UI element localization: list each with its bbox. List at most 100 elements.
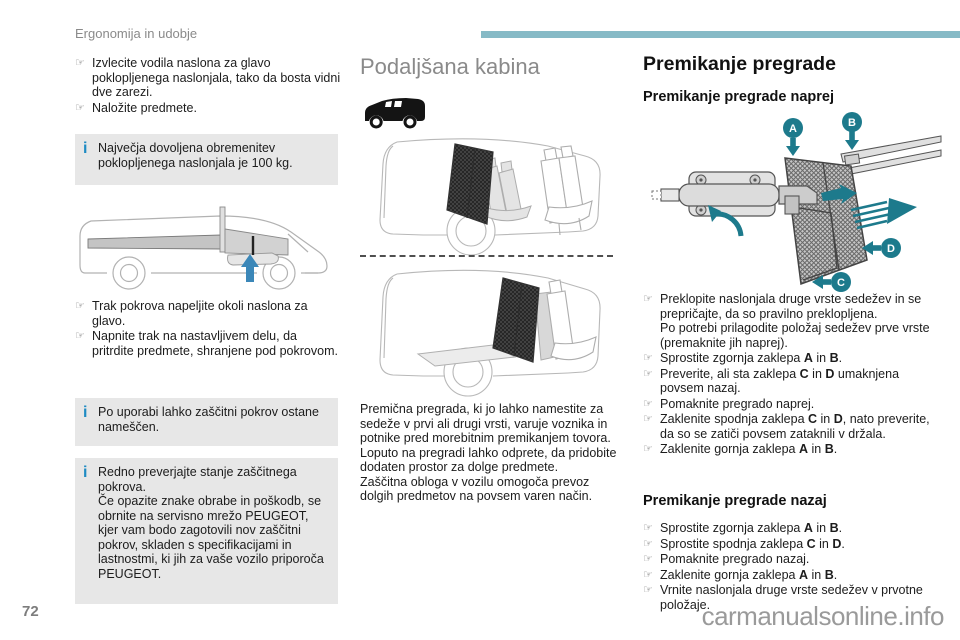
pointing-hand-icon: ☞ [75, 101, 85, 114]
slide-arrow-head [887, 198, 917, 224]
pointing-hand-icon: ☞ [643, 553, 653, 565]
info-box: i Največja dovoljena obremenitev poklopl… [75, 134, 338, 185]
cargo-partition [492, 277, 540, 363]
instruction-list: ☞ Trak pokrova napeljite okoli naslona za… [75, 299, 341, 359]
info-box-text: Redno preverjajte stanje zaščitnega pokr… [98, 465, 330, 595]
protective-cover [224, 228, 289, 256]
label-b: B [848, 117, 856, 129]
instruction-text: Izvlecite vodila naslona za glavo poklop… [92, 56, 341, 99]
instruction-text: Pomaknite pregrado nazaj. [660, 552, 810, 566]
instruction-text: Sprostite zgornja zaklepa A in B. [660, 521, 843, 535]
info-box: i Redno preverjajte stanje zaščitnega po… [75, 458, 338, 604]
pointing-hand-icon: ☞ [75, 300, 85, 312]
instruction-item: ☞ Napnite trak na nastavljivem delu, da p… [75, 329, 341, 358]
pointing-hand-icon: ☞ [643, 397, 653, 410]
partition-description: Premična pregrada, ki jo lahko namestite… [360, 402, 618, 504]
subsection-title-backward: Premikanje pregrade nazaj [643, 493, 827, 509]
instruction-text: Zaklenite gornja zaklepa A in B. [660, 567, 838, 582]
instruction-item: ☞ Naložite predmete. [75, 101, 341, 116]
instruction-list: ☞ Sprostite zgornja zaklepa A in B. ☞ Spros… [643, 521, 943, 613]
info-box: i Po uporabi lahko zaščitni pokrov ostan… [75, 398, 338, 446]
van-icon [362, 95, 428, 133]
instruction-item: ☞ Zaklenite spodnja zaklepa C in D, nato … [643, 412, 943, 441]
label-c-badge: C [812, 272, 851, 292]
instruction-item: ☞Preklopite naslonjala druge vrste sedež… [643, 292, 943, 350]
instruction-list: ☞Preklopite naslonjala druge vrste sedež… [643, 292, 943, 458]
chapter-title: Ergonomija in udobje [75, 26, 198, 41]
pointing-hand-icon: ☞ [75, 330, 85, 342]
instruction-item: ☞ Trak pokrova napeljite okoli naslona za… [75, 299, 341, 328]
pointing-hand-icon: ☞ [643, 413, 653, 425]
long-load-plank [87, 234, 222, 250]
instruction-list: ☞ Izvlecite vodila naslona za glavo poklo… [75, 56, 341, 116]
pointing-hand-icon: ☞ [643, 584, 653, 596]
instruction-text: Pomaknite pregrado naprej. [660, 396, 815, 411]
instruction-text: Zaklenite spodnja zaklepa C in D, nato p… [660, 412, 930, 441]
label-a: A [789, 123, 797, 135]
partition-latch-illustration: A B C D [645, 112, 943, 294]
text-line: Redno preverjajte stanje zaščitnega pokr… [98, 465, 297, 494]
watermark: carmanualsonline.info [701, 601, 945, 631]
van-load-illustration [75, 192, 338, 294]
info-box-text: Po uporabi lahko zaščitni pokrov ostane … [98, 405, 330, 437]
van-partition-row1-illustration [363, 262, 613, 398]
instruction-text: Zaklenite gornja zaklepa A in B. [660, 442, 838, 456]
label-d: D [887, 243, 895, 255]
page-number: 72 [22, 603, 39, 620]
instruction-item: ☞ Zaklenite gornja zaklepa A in B. [643, 568, 943, 583]
cargo-partition [784, 157, 868, 286]
instruction-text: Napnite trak na nastavljivem delu, da pr… [92, 329, 338, 358]
up-arrow-icon [241, 254, 259, 282]
instruction-text: Preverite, ali sta zaklepa C in D umaknj… [660, 366, 900, 396]
rotate-arrow-icon [714, 211, 744, 237]
instruction-item: ☞ Pomaknite pregrado nazaj. [643, 552, 943, 567]
headrest-guide [219, 206, 226, 253]
partition-flap [792, 206, 838, 281]
label-a-badge: A [783, 118, 803, 156]
label-c: C [837, 277, 845, 289]
instruction-item: ☞ Pomaknite pregrado naprej. [643, 397, 943, 412]
pointing-hand-icon: ☞ [643, 537, 653, 550]
folded-seats-floor [416, 344, 517, 367]
van-load-drawing [79, 206, 328, 290]
info-icon: i [83, 464, 88, 481]
instruction-item: ☞ Preverite, ali sta zaklepa C in D umakn… [643, 367, 943, 396]
pointing-hand-icon: ☞ [643, 367, 653, 380]
subsection-title-forward: Premikanje pregrade naprej [643, 89, 834, 105]
section-title-extended-cab: Podaljšana kabina [360, 54, 540, 79]
instruction-text: Naložite predmete. [92, 100, 197, 115]
instruction-item: ☞ Sprostite spodnja zaklepa C in D. [643, 537, 943, 552]
pointing-hand-icon: ☞ [643, 293, 653, 305]
dashed-divider [360, 255, 613, 257]
pointing-hand-icon: ☞ [643, 443, 653, 455]
pointing-hand-icon: ☞ [643, 352, 653, 364]
instruction-text: Vrnite naslonjala druge vrste sedežev v … [660, 583, 923, 612]
info-box-text: Največja dovoljena obremenitev pokloplje… [98, 141, 330, 176]
unlock-arrow-icon [821, 184, 857, 204]
slide-arrow-icon [850, 200, 892, 230]
text-line: Loputo na pregradi lahko odprete, da pri… [360, 445, 617, 475]
instruction-text: Trak pokrova napeljite okoli naslona za … [92, 299, 308, 328]
text-line: Največja dovoljena obremenitev pokloplje… [98, 141, 293, 170]
info-icon: i [83, 140, 88, 157]
header-accent-bar [481, 31, 960, 38]
instruction-item: ☞ Zaklenite gornja zaklepa A in B. [643, 442, 943, 457]
instruction-item: ☞ Sprostite zgornja zaklepa A in B. [643, 351, 943, 366]
text-line: Če opazite znake obrabe in poškodb, se o… [98, 494, 324, 581]
text-line: Zaščitna obloga v vozilu omogoča prevoz … [360, 474, 593, 504]
text-line: Po uporabi lahko zaščitni pokrov ostane … [98, 405, 319, 434]
label-d-badge: D [862, 238, 901, 258]
section-title-moving-partition: Premikanje pregrade [643, 53, 836, 75]
instruction-text: Sprostite zgornja zaklepa A in B. [660, 351, 843, 365]
instruction-item: ☞ Sprostite zgornja zaklepa A in B. [643, 521, 943, 536]
info-icon: i [83, 404, 88, 421]
pointing-hand-icon: ☞ [643, 522, 653, 534]
van-partition-row2-illustration [363, 132, 613, 256]
pointing-hand-icon: ☞ [75, 57, 85, 69]
pointing-hand-icon: ☞ [643, 568, 653, 581]
instruction-text: Sprostite spodnja zaklepa C in D. [660, 536, 845, 551]
text-line: Premična pregrada, ki jo lahko namestite… [360, 402, 611, 445]
cargo-partition [446, 143, 494, 225]
instruction-item: ☞ Izvlecite vodila naslona za glavo poklo… [75, 56, 341, 100]
